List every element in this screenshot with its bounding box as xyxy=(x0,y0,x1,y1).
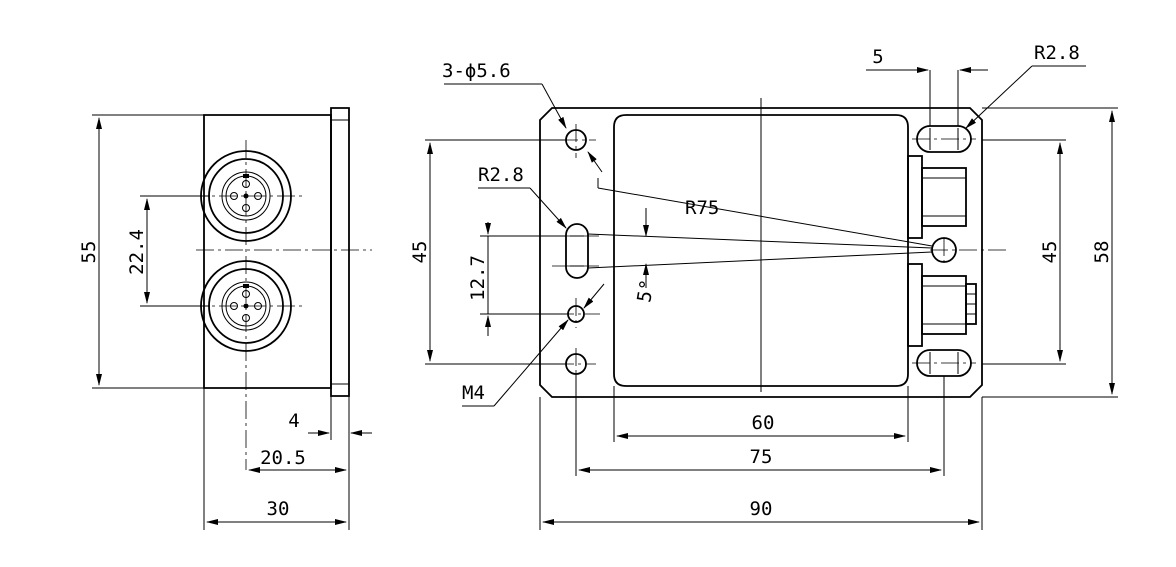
callout-slot-radius-right: R2.8 xyxy=(1034,42,1080,64)
callout-tapped-hole: M4 xyxy=(462,382,485,404)
slot-left xyxy=(552,223,600,279)
dim-front-width: 90 xyxy=(750,498,773,520)
dim-connector-offset: 20.5 xyxy=(260,447,306,469)
dim-slot-offset: 12.7 xyxy=(467,255,489,301)
dim-side-height: 55 xyxy=(78,241,100,264)
pivot-hole xyxy=(930,237,1010,263)
side-flange-outline xyxy=(330,107,350,397)
dim-hole-spacing: 75 xyxy=(750,446,773,468)
dim-side-width: 30 xyxy=(267,498,290,520)
side-view: 55 22.4 4 20.5 30 xyxy=(78,107,372,530)
front-view: 45 12.7 3-ϕ5.6 R2.8 R75 5° M4 5 xyxy=(409,42,1118,530)
slot-right-top xyxy=(912,125,976,153)
dim-angle: 5° xyxy=(633,278,659,304)
dim-right-spacing: 45 xyxy=(1039,241,1061,264)
front-plate-outline xyxy=(539,107,983,398)
tapped-hole-m4 xyxy=(556,298,600,328)
dim-front-height: 58 xyxy=(1091,241,1113,264)
callout-arc-radius: R75 xyxy=(685,197,719,219)
dim-slot-width: 5 xyxy=(872,46,883,68)
slot-right-bottom xyxy=(912,349,976,377)
side-connector-top xyxy=(907,155,967,239)
callout-slot-radius-left: R2.8 xyxy=(478,164,524,186)
mounting-hole-top-left xyxy=(560,124,596,158)
front-body-outline xyxy=(613,114,909,387)
dim-connector-spacing: 22.4 xyxy=(126,229,148,275)
side-connector-bottom xyxy=(907,263,977,347)
callout-hole-diameter: 3-ϕ5.6 xyxy=(442,60,511,82)
dim-inner-width: 60 xyxy=(752,412,775,434)
dim-front-hole-spacing: 45 xyxy=(409,241,431,264)
dim-flange-thickness: 4 xyxy=(288,410,299,432)
